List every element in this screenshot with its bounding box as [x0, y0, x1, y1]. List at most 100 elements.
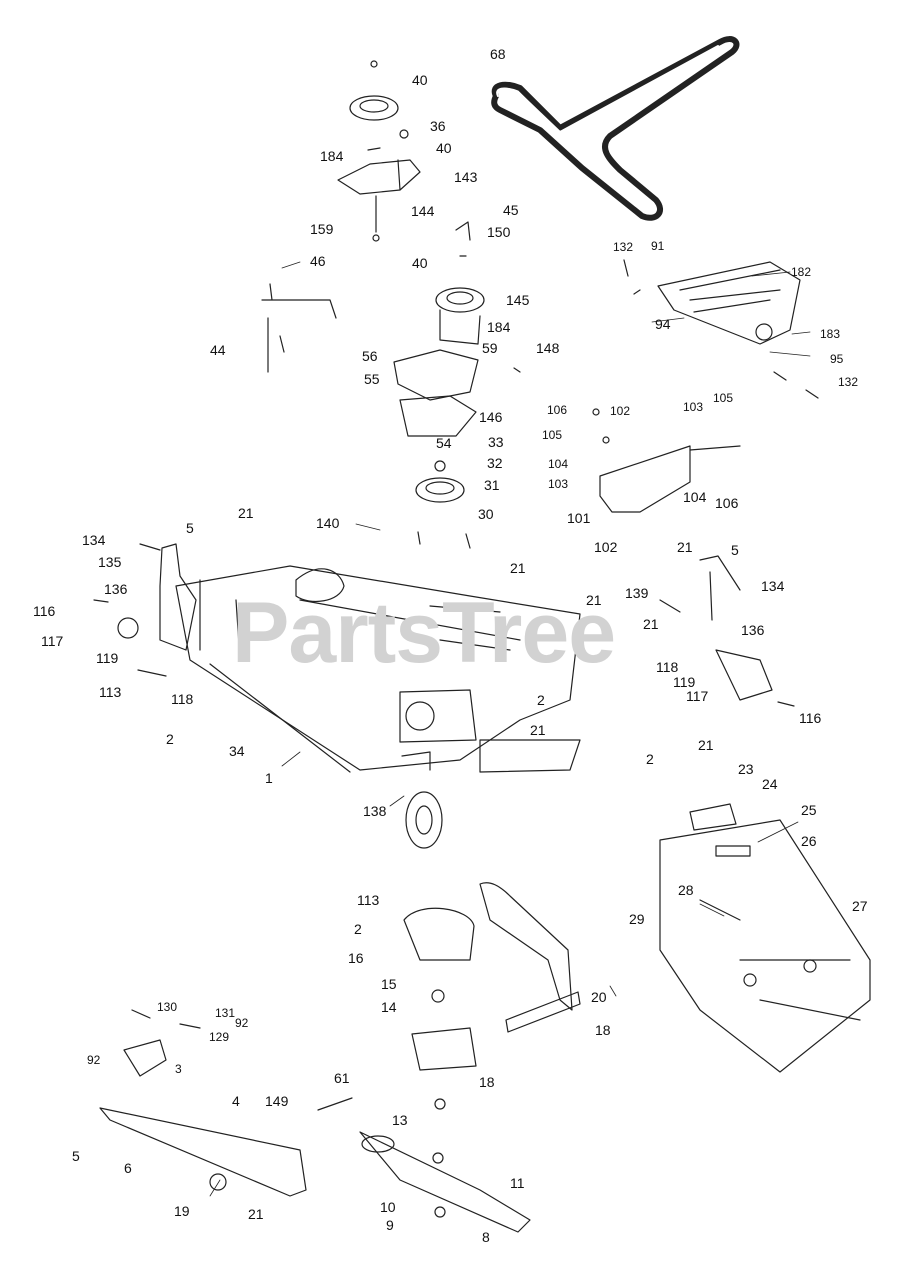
callout-label: 29 [629, 911, 645, 927]
callout-label: 95 [830, 352, 844, 366]
callout-label: 101 [567, 510, 591, 526]
callout-label: 33 [488, 434, 504, 450]
callout-label: 32 [487, 455, 503, 471]
callout-label: 150 [487, 224, 511, 240]
callout-label: 134 [82, 532, 106, 548]
callout-label: 136 [104, 581, 128, 597]
callout-label: 24 [762, 776, 778, 792]
callout-label: 134 [761, 578, 785, 594]
callout-label: 54 [436, 435, 452, 451]
callout-label: 5 [731, 542, 739, 558]
callout-label: 9 [386, 1217, 394, 1233]
callout-label: 117 [41, 633, 64, 649]
callout-label: 149 [265, 1093, 289, 1109]
callout-label: 27 [852, 898, 868, 914]
left-blade [99, 1009, 307, 1197]
callout-label: 91 [651, 239, 665, 253]
callout-label: 34 [229, 743, 245, 759]
left-gauge-wheel-bracket [93, 543, 197, 677]
callout-label: 3 [175, 1062, 182, 1076]
callout-label: 61 [334, 1070, 350, 1086]
callout-label: 103 [683, 400, 704, 414]
callout-label: 92 [87, 1053, 101, 1067]
callout-label: 105 [542, 428, 563, 442]
upper-idler-assembly [337, 60, 471, 257]
callout-label: 146 [479, 409, 503, 425]
left-bracket [261, 283, 337, 373]
callout-label: 136 [741, 622, 765, 638]
lower-pulley [415, 460, 471, 549]
callout-label: 148 [536, 340, 560, 356]
callout-label: 183 [820, 327, 841, 341]
callout-label: 31 [484, 477, 500, 493]
callout-label: 144 [411, 203, 435, 219]
callout-label: 28 [678, 882, 694, 898]
callout-label: 145 [506, 292, 530, 308]
callout-label: 2 [537, 692, 545, 708]
callout-label: 2 [354, 921, 362, 937]
callout-label: 118 [656, 659, 679, 675]
callout-label: 20 [591, 989, 607, 1005]
callout-label: 104 [548, 457, 569, 471]
callout-label: 106 [547, 403, 568, 417]
callout-label: 36 [430, 118, 446, 134]
leader-lines [209, 261, 811, 1197]
callout-label: 18 [479, 1074, 495, 1090]
callout-label: 117 [686, 688, 709, 704]
callout-label: 14 [381, 999, 397, 1015]
callout-label: 106 [715, 495, 739, 511]
callout-label: 23 [738, 761, 754, 777]
callout-label: 40 [412, 255, 428, 271]
belt-guard [592, 408, 741, 513]
drive-belt [491, 36, 740, 221]
callout-label: 21 [586, 592, 602, 608]
callout-label: 129 [209, 1030, 230, 1044]
callout-label: 40 [412, 72, 428, 88]
callout-label: 30 [478, 506, 494, 522]
callout-label: 118 [171, 691, 194, 707]
callout-label: 113 [357, 892, 380, 908]
callout-label: 21 [238, 505, 254, 521]
callout-label: 6 [124, 1160, 132, 1176]
callout-label: 56 [362, 348, 378, 364]
callout-label: 13 [392, 1112, 408, 1128]
callout-label: 102 [610, 404, 631, 418]
callout-label: 131 [215, 1006, 236, 1020]
callout-label: 140 [316, 515, 340, 531]
callout-label: 19 [174, 1203, 190, 1219]
callout-label: 21 [643, 616, 659, 632]
callout-label: 102 [594, 539, 618, 555]
callout-label: 45 [503, 202, 519, 218]
gauge-wheel [401, 751, 443, 849]
callout-label: 21 [510, 560, 526, 576]
callout-label: 103 [548, 477, 569, 491]
callout-label: 104 [683, 489, 707, 505]
callout-label: 59 [482, 340, 498, 356]
callout-label: 26 [801, 833, 817, 849]
callout-label: 139 [625, 585, 649, 601]
callout-label: 44 [210, 342, 226, 358]
lift-arm [403, 882, 581, 1071]
callout-label: 116 [799, 710, 822, 726]
callout-label: 15 [381, 976, 397, 992]
callout-label: 184 [320, 148, 344, 164]
discharge-chute [659, 803, 871, 1073]
callout-label: 119 [673, 674, 696, 690]
callout-label: 21 [677, 539, 693, 555]
callout-label: 1 [265, 770, 273, 786]
callout-label: 138 [363, 803, 387, 819]
callout-label: 5 [186, 520, 194, 536]
belt-tensioner [623, 259, 819, 399]
callout-label: 94 [655, 316, 671, 332]
callout-label: 5 [72, 1148, 80, 1164]
callout-label: 105 [713, 391, 734, 405]
callout-label: 46 [310, 253, 326, 269]
callout-label: 55 [364, 371, 380, 387]
callout-label: 132 [613, 240, 634, 254]
mower-deck [175, 565, 581, 773]
callout-label: 8 [482, 1229, 490, 1245]
callout-label: 135 [98, 554, 122, 570]
callout-label: 92 [235, 1016, 249, 1030]
callout-label: 21 [698, 737, 714, 753]
